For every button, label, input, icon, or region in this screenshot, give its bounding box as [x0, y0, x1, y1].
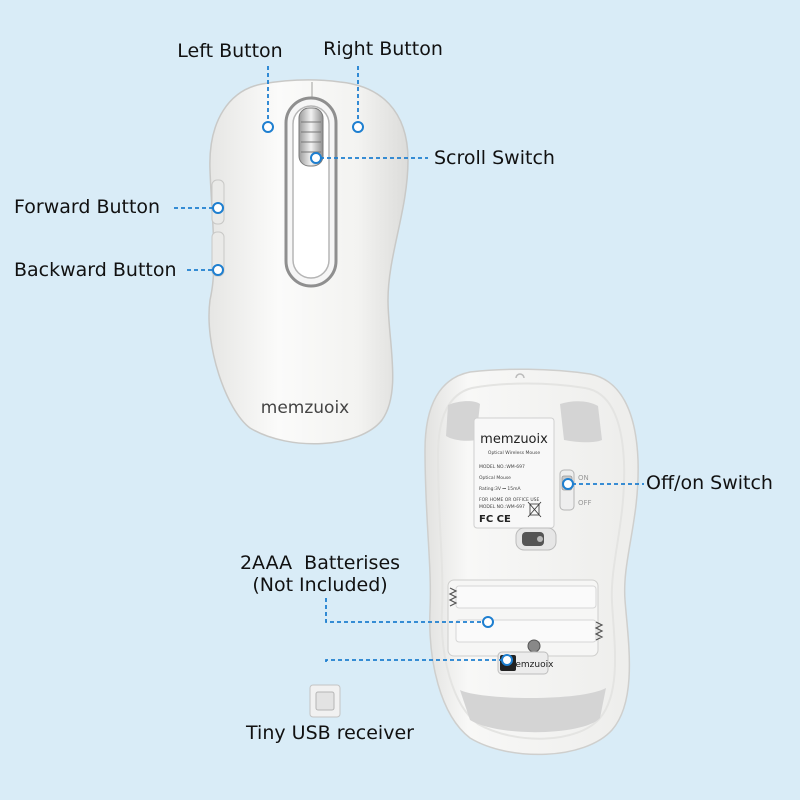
- label-line-1: MODEL NO.:WM-697: [479, 464, 525, 470]
- usb-receiver-callout: Tiny USB receiver: [246, 722, 414, 744]
- label-line-5: MODEL NO.:WM-697: [479, 504, 525, 510]
- scroll-switch-callout: Scroll Switch: [434, 147, 555, 169]
- right-button-callout: Right Button: [323, 38, 443, 60]
- callout-dots: [212, 121, 574, 666]
- brand-logo-top: memzuoix: [261, 398, 349, 418]
- batteries-callout-line2: (Not Included): [252, 574, 388, 596]
- batteries-callout-line1: 2AAA Batterises: [239, 552, 401, 574]
- certification-marks: FC CE: [479, 514, 511, 525]
- left-button-callout: Left Button: [177, 40, 283, 62]
- label-subtitle: Optical Wireless Mouse: [488, 450, 540, 456]
- callout-lines: [174, 66, 644, 662]
- brand-logo-bottom: memzuoix: [480, 432, 548, 447]
- forward-button-callout: Forward Button: [14, 196, 161, 218]
- off-on-switch-callout: Off/on Switch: [646, 472, 773, 494]
- switch-off-label: OFF: [578, 499, 592, 507]
- label-line-2: Optical Mouse: [479, 475, 511, 481]
- label-line-3: Rating:3V ⎓ 15mA: [479, 486, 522, 492]
- mouse-top-view: memzuoix: [208, 79, 409, 445]
- brand-logo-receiver: memzuoix: [507, 660, 555, 670]
- weee-icon: [527, 501, 542, 518]
- switch-on-label: ON: [578, 474, 589, 482]
- mouse-bottom-view: memzuoix Optical Wireless Mouse MODEL NO…: [424, 368, 639, 756]
- usb-receiver-image: [309, 684, 341, 718]
- label-line-4: FOR HOME OR OFFICE USE: [479, 497, 539, 503]
- backward-button-callout: Backward Button: [14, 259, 177, 281]
